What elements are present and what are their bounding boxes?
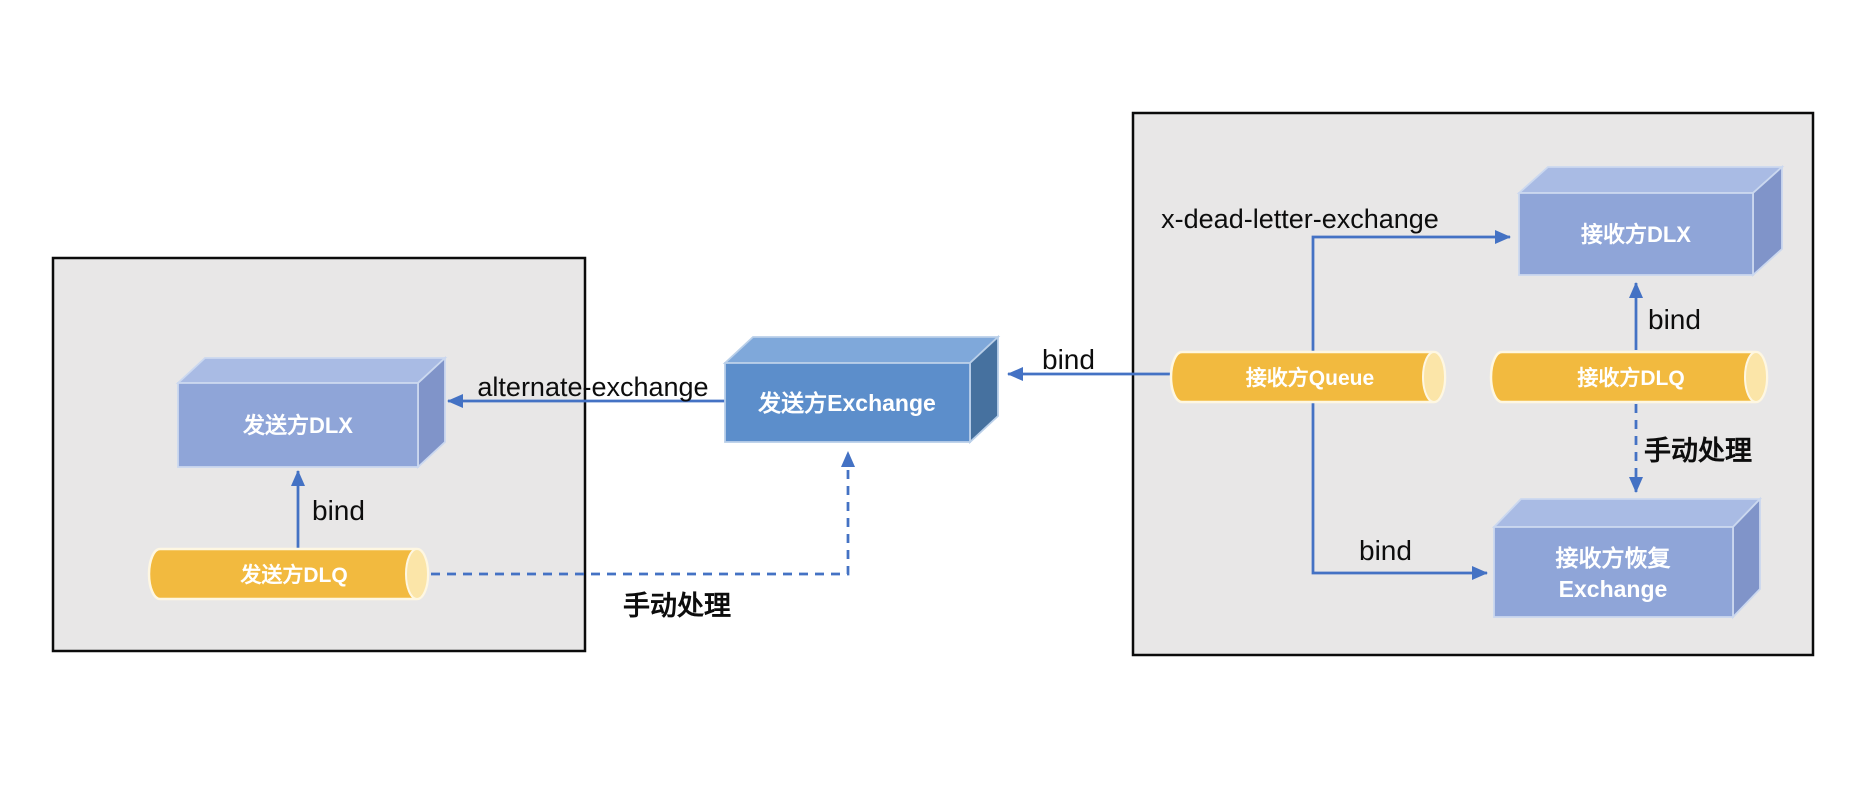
receiver-manual-label: 手动处理 [1644, 436, 1752, 466]
receiver-recovery-exchange-node: 接收方恢复 Exchange [1491, 496, 1763, 620]
receiver-dlx-node: 接收方DLX [1516, 164, 1785, 278]
receiver-dlq-bind-label: bind [1648, 304, 1701, 335]
queue-to-exchange-bind-label: bind [1042, 344, 1095, 375]
x-dead-letter-exchange-arrow [1311, 230, 1511, 351]
receiver-recovery-front-face [1493, 526, 1734, 618]
receiver-recovery-label-line2: Exchange [1559, 576, 1668, 602]
sender-dlq-label: 发送方DLQ [239, 563, 347, 587]
sender-dlq-node: 发送方DLQ [147, 547, 430, 601]
receiver-queue-label: 接收方Queue [1246, 366, 1374, 390]
sender-exchange-node: 发送方Exchange [722, 334, 1001, 445]
sender-dlx-node: 发送方DLX [175, 355, 448, 470]
receiver-recovery-top-face [1491, 498, 1763, 528]
sender-dlq-cylinder-cap [405, 548, 429, 600]
sender-exchange-front-face [724, 362, 971, 443]
receiver-dlx-label: 接收方DLX [1581, 222, 1691, 247]
edges [291, 230, 1643, 580]
x-dead-letter-exchange-label: x-dead-letter-exchange [1161, 204, 1439, 234]
sender-manual-label: 手动处理 [623, 591, 731, 621]
queue-to-recovery-bind-label: bind [1359, 535, 1412, 566]
edge-labels: alternate-exchange bind 手动处理 bind x-dead… [312, 204, 1752, 621]
receiver-queue-cylinder-cap [1422, 351, 1446, 403]
sender-manual-dashed-arrow [431, 451, 855, 576]
sender-dlx-label: 发送方DLX [242, 413, 353, 438]
sender-dlx-top-face [175, 357, 448, 384]
receiver-dlq-node: 接收方DLQ [1489, 350, 1769, 404]
sender-dlx-front-face [177, 382, 419, 468]
sender-exchange-top-face [722, 336, 1001, 364]
queue-to-recovery-bind-arrow [1311, 403, 1488, 580]
receiver-dlq-cylinder-cap [1744, 351, 1768, 403]
alternate-exchange-label: alternate-exchange [477, 372, 708, 402]
sender-exchange-label: 发送方Exchange [757, 390, 936, 416]
receiver-queue-node: 接收方Queue [1169, 350, 1447, 404]
sender-bind-label: bind [312, 495, 365, 526]
receiver-dlx-top-face [1516, 166, 1785, 194]
receiver-dlx-front-face [1518, 192, 1754, 276]
receiver-dlq-label: 接收方DLQ [1577, 366, 1684, 390]
receiver-recovery-label-line1: 接收方恢复 [1556, 545, 1672, 571]
